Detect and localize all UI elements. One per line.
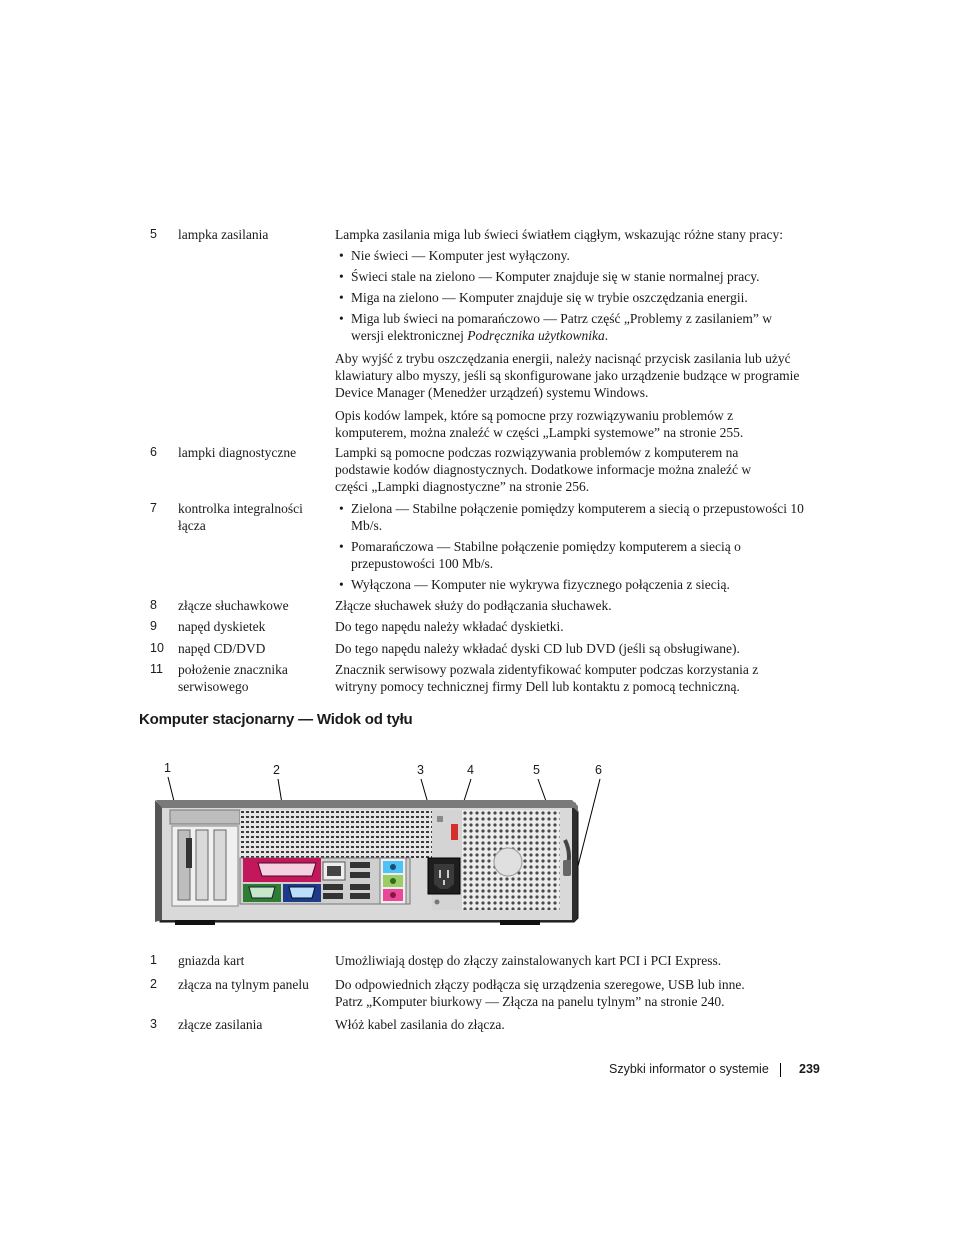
row-number: 3	[150, 1017, 157, 1031]
row-label: napęd CD/DVD	[178, 641, 266, 656]
row-description: Włóż kabel zasilania do złącza.	[335, 1017, 505, 1032]
row-description: Do tego napędu należy wkładać dyski CD l…	[335, 641, 740, 656]
rear-io-panel	[239, 857, 411, 905]
row-description: Do odpowiednich złączy podłącza się urzą…	[335, 977, 745, 1009]
callout-3: 3	[417, 763, 424, 777]
row-number: 11	[150, 662, 163, 676]
row-number: 2	[150, 977, 157, 991]
row-number: 7	[150, 501, 157, 515]
row-label: gniazda kart	[178, 953, 245, 968]
footer-section-title: Szybki informator o systemie	[609, 1062, 769, 1076]
row-label: kontrolka integralności łącza	[178, 501, 303, 533]
power-supply	[427, 810, 560, 910]
row-description: Lampki są pomocne podczas rozwiązywania …	[335, 445, 752, 494]
card-slots	[169, 809, 241, 907]
row-label: złącza na tylnym panelu	[178, 977, 309, 992]
row-number: 10	[150, 641, 164, 655]
page-number: 239	[799, 1062, 820, 1076]
row-description: Umożliwiają dostęp do złączy zainstalowa…	[335, 953, 722, 968]
row-label: złącze słuchawkowe	[178, 598, 289, 613]
row-number: 6	[150, 445, 157, 459]
row-label: napęd dyskietek	[178, 619, 266, 634]
callout-4: 4	[467, 763, 474, 777]
row-label: złącze zasilania	[178, 1017, 263, 1032]
row-number: 5	[150, 227, 157, 241]
row-description: Do tego napędu należy wkładać dyskietki.	[335, 619, 564, 634]
row-description: Zielona — Stabilne połączenie pomiędzy k…	[335, 500, 815, 593]
footer-divider	[780, 1063, 781, 1077]
section-heading: Komputer stacjonarny — Widok od tyłu	[139, 711, 413, 728]
row-label: położenie znacznika serwisowego	[178, 662, 288, 694]
row-number: 1	[150, 953, 157, 967]
row-description: Złącze słuchawek służy do podłączania sł…	[335, 598, 612, 613]
callout-5: 5	[533, 763, 540, 777]
row-number: 8	[150, 598, 157, 612]
row-label: lampka zasilania	[178, 227, 269, 242]
row-description: Znacznik serwisowy pozwala zidentyfikowa…	[335, 662, 759, 694]
callout-1: 1	[164, 761, 171, 775]
callout-6: 6	[595, 763, 602, 777]
row-number: 9	[150, 619, 157, 633]
callout-2: 2	[273, 763, 280, 777]
row-label: lampki diagnostyczne	[178, 445, 297, 460]
row-description: Lampka zasilania miga lub świeci światłe…	[335, 226, 815, 441]
